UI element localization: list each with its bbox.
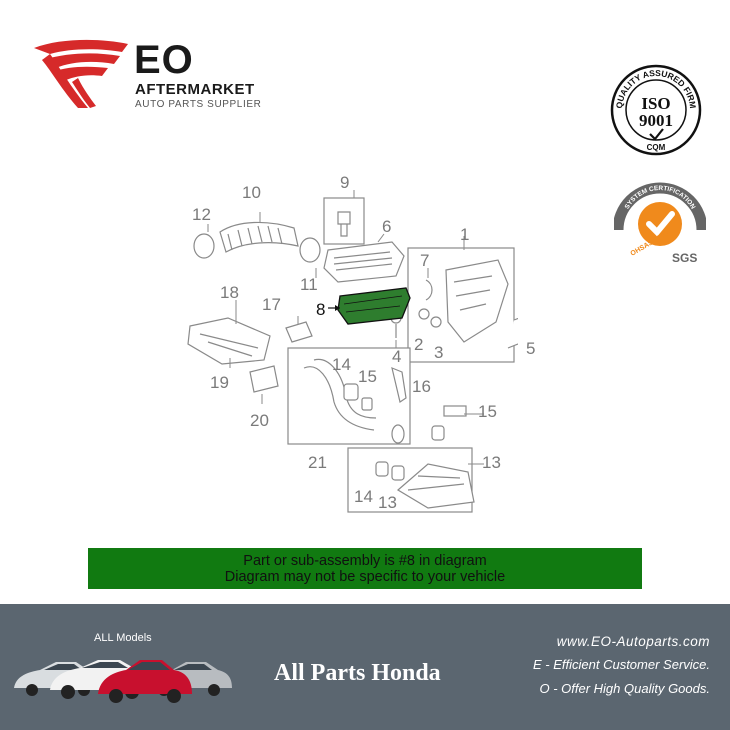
callout-14-upper: 14 — [332, 355, 351, 374]
callout-5: 5 — [526, 339, 536, 358]
callout-8-highlighted: 8 — [316, 300, 326, 319]
brand-name: EO — [134, 38, 194, 82]
callout-10: 10 — [242, 183, 261, 202]
sgs-ohsas-badge-icon: SYSTEM CERTIFICATION OHSAS 18001 SGS — [614, 182, 706, 265]
footer-title: All Parts Honda — [274, 660, 441, 686]
parts-diagram-drawing — [187, 190, 518, 513]
footer-slogan-1: E - Efficient Customer Service. — [533, 657, 710, 672]
callout-18: 16 — [412, 377, 431, 396]
callout-17: 21 — [308, 453, 327, 472]
info-line-1: Part or sub-assembly is #8 in diagram — [243, 553, 487, 569]
callout-4: 4 — [392, 347, 402, 366]
footer-slogan-2: O - Offer High Quality Goods. — [539, 681, 710, 696]
callout-20: 18 — [220, 283, 239, 302]
callout-12: 12 — [192, 205, 211, 224]
iso-9001-badge-icon: QUALITY ASSURED FIRM ISO 9001 CQM — [610, 64, 702, 156]
callout-9: 9 — [340, 173, 350, 192]
eo-wing-logo-icon — [34, 39, 128, 108]
brand-subtitle: AFTERMARKET — [135, 81, 255, 98]
callout-2: 2 — [414, 335, 424, 354]
callout-19: 17 — [262, 295, 281, 314]
website-link[interactable]: www.EO-Autoparts.com — [556, 634, 710, 649]
iso-line2: 9001 — [639, 111, 673, 130]
part-info-banner: Part or sub-assembly is #8 in diagram Di… — [88, 548, 642, 589]
iso-bottom-text: CQM — [647, 143, 666, 152]
callout-11: 11 — [300, 275, 318, 294]
callout-16: 15 — [478, 402, 497, 421]
product-image-area: EO AFTERMARKET AUTO PARTS SUPPLIER QUALI… — [30, 38, 706, 589]
all-models-label: ALL Models — [94, 632, 152, 644]
sgs-badge-text: SGS — [672, 251, 697, 265]
brand-tagline: AUTO PARTS SUPPLIER — [135, 99, 262, 110]
callout-1: 1 — [460, 225, 470, 244]
callout-15-upper: 15 — [358, 367, 377, 386]
callout-14-lower: 13 — [378, 493, 397, 512]
callout-15-lower: 14 — [354, 487, 373, 506]
parts-diagram: 9 10 12 6 1 7 11 18 17 8 2 3 5 4 14 15 1… — [178, 172, 535, 522]
callout-3: 3 — [434, 343, 444, 362]
eo-logo: EO AFTERMARKET AUTO PARTS SUPPLIER — [30, 38, 270, 110]
callout-13: 13 — [482, 453, 501, 472]
callout-21: 19 — [210, 373, 229, 392]
iso-line1: ISO — [641, 94, 670, 113]
car-lineup-image-icon — [14, 660, 232, 703]
callout-6: 6 — [382, 217, 392, 236]
footer-banner: ALL Models All Parts H — [0, 604, 730, 730]
info-line-2: Diagram may not be specific to your vehi… — [224, 569, 506, 585]
callout-7: 7 — [420, 251, 430, 270]
callout-22: 20 — [250, 411, 269, 430]
